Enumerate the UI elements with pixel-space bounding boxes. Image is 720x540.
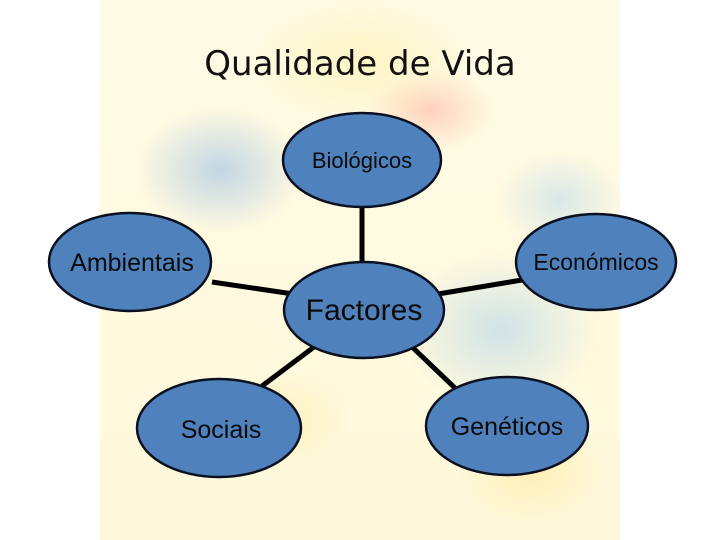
node-economicos: Económicos	[514, 212, 678, 312]
node-biologicos: Biológicos	[281, 111, 443, 209]
node-label-geneticos: Genéticos	[451, 413, 564, 441]
connector-economicos	[431, 277, 523, 298]
node-label-sociais: Sociais	[181, 416, 262, 444]
node-ambientais: Ambientais	[47, 211, 213, 313]
connector-sociais	[260, 342, 320, 388]
node-label-ambientais: Ambientais	[70, 249, 194, 277]
connector-geneticos	[408, 343, 457, 390]
node-label-biologicos: Biológicos	[312, 148, 412, 173]
node-sociais: Sociais	[135, 377, 303, 479]
slide-title: Qualidade de Vida	[204, 44, 516, 84]
connector-ambientais	[211, 279, 301, 298]
node-label-factores: Factores	[306, 294, 423, 327]
node-geneticos: Genéticos	[424, 375, 590, 477]
node-label-economicos: Económicos	[533, 249, 658, 275]
node-factores: Factores	[282, 260, 446, 360]
